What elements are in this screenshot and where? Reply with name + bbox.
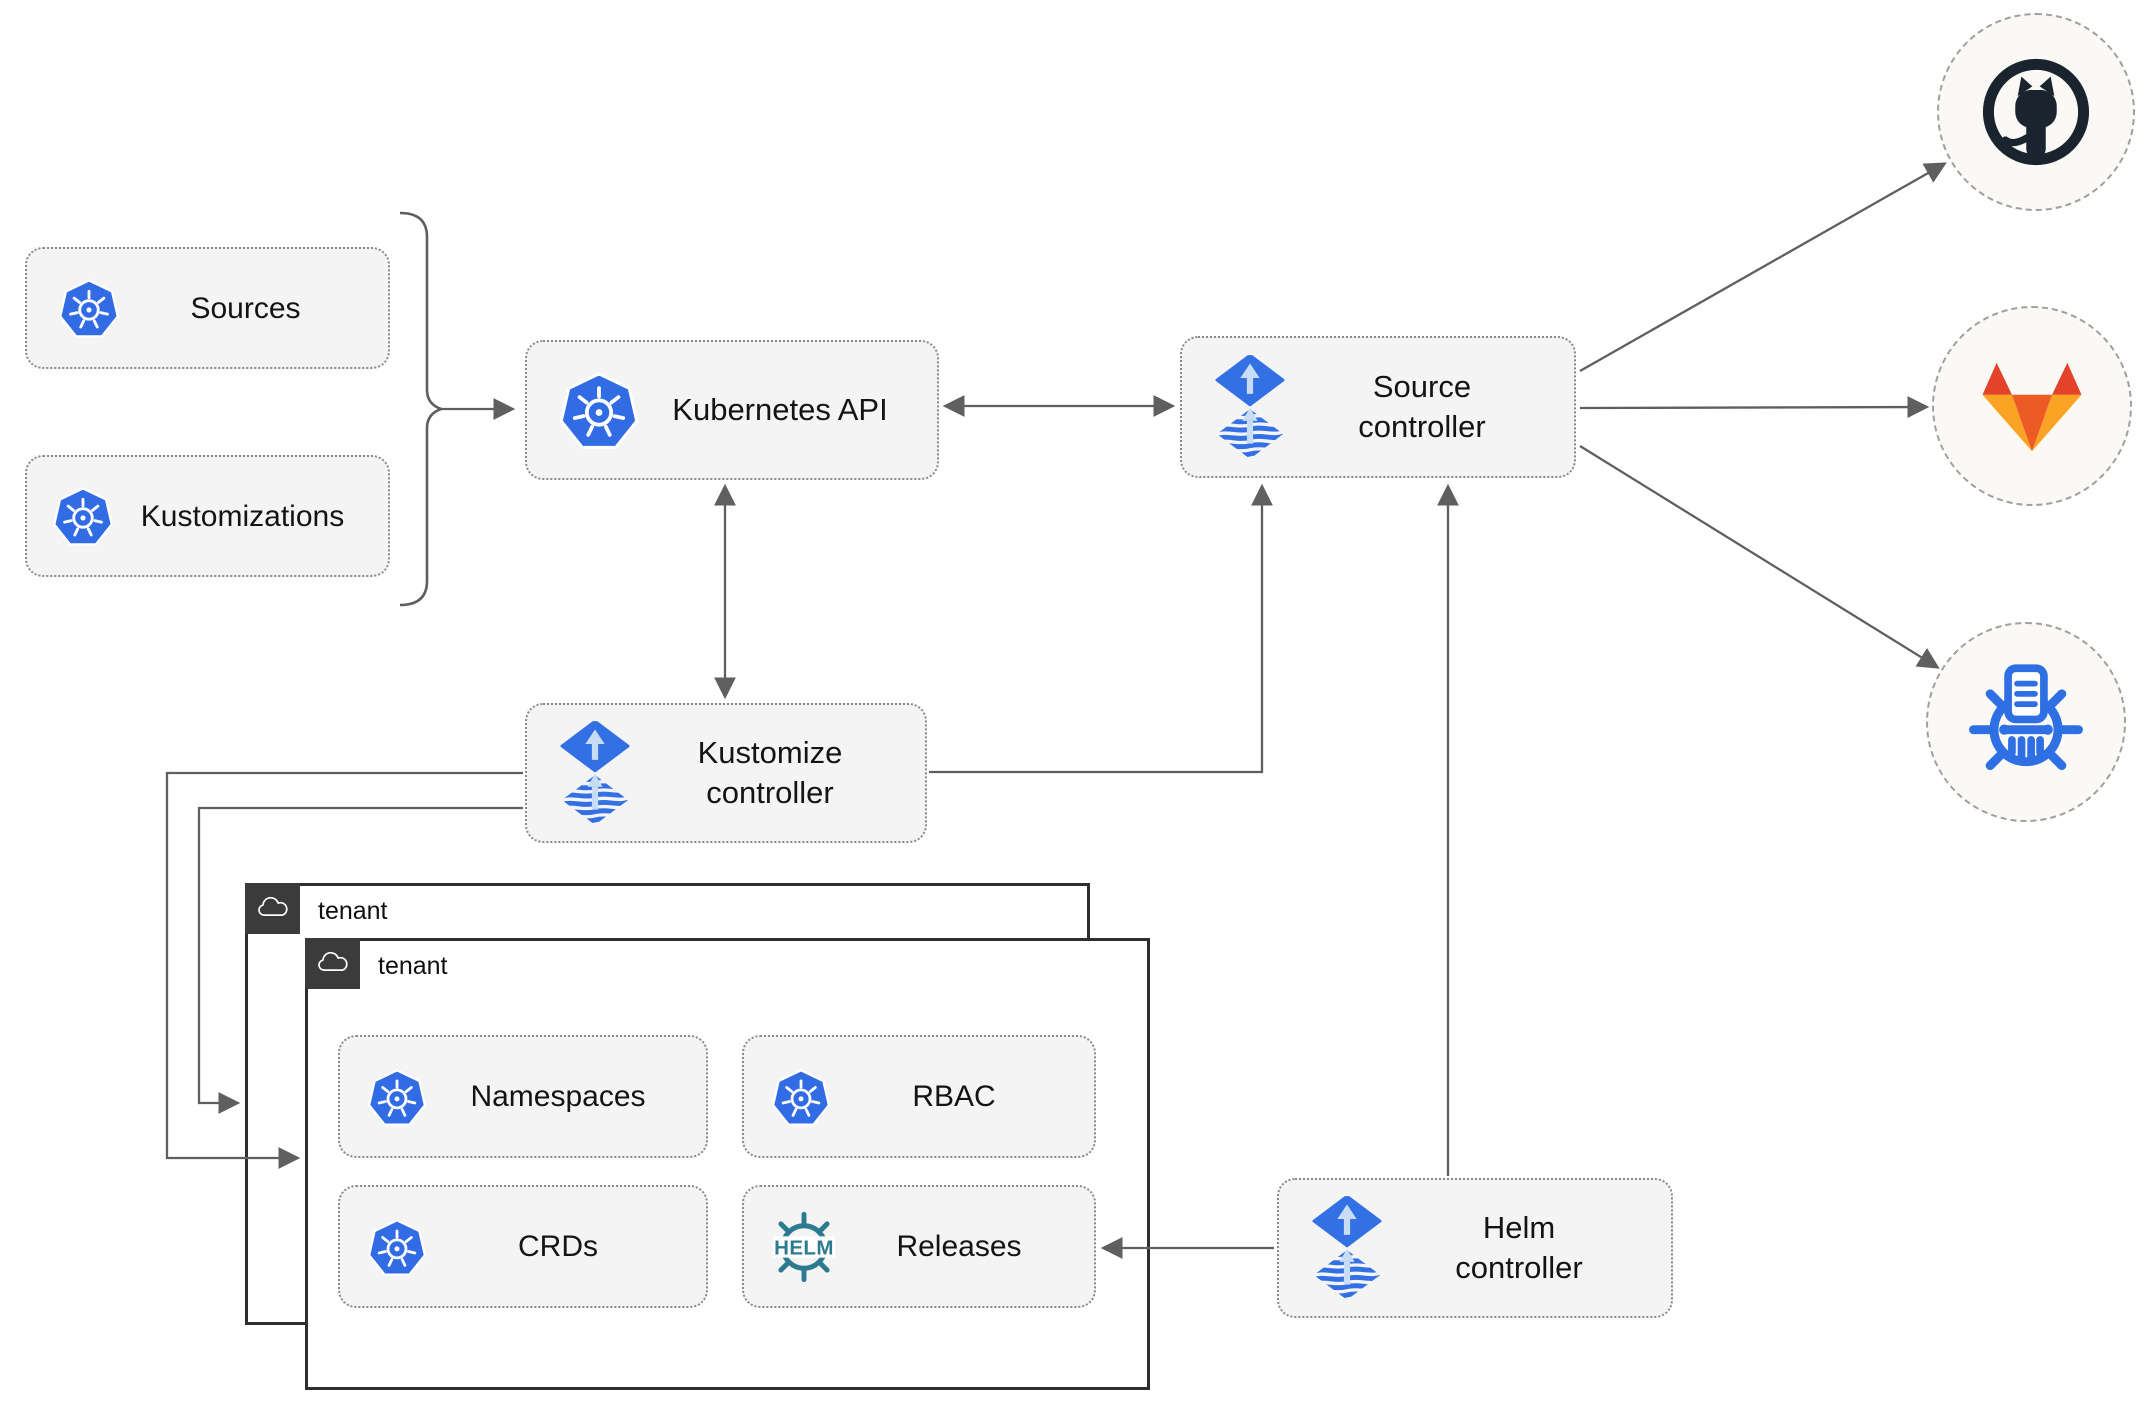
node-source-controller: Source controller [1180, 336, 1576, 478]
brace-sources-group [399, 211, 445, 607]
connector-source-to-gitlab [1579, 396, 1930, 418]
node-helm-controller: Helm controller [1277, 1178, 1673, 1318]
node-sources: Sources [25, 247, 390, 369]
flux-icon [1212, 355, 1288, 459]
endpoint-registry [1926, 622, 2126, 822]
node-rbac: RBAC [742, 1035, 1096, 1158]
kubernetes-icon [557, 368, 641, 452]
tenant-label: tenant [378, 952, 448, 980]
node-label: Namespaces [470, 1080, 646, 1113]
connector-source-to-registry [1579, 445, 1940, 669]
endpoint-gitlab [1932, 306, 2132, 506]
node-label: Releases [896, 1230, 1022, 1263]
connector-source-to-github [1579, 162, 1947, 372]
node-crds: CRDs [338, 1185, 708, 1308]
cloud-icon [255, 895, 291, 922]
kubernetes-icon [770, 1066, 832, 1128]
node-label: Kustomizations [140, 499, 345, 533]
node-namespaces: Namespaces [338, 1035, 708, 1158]
node-label: CRDs [518, 1230, 598, 1263]
node-label: Helm controller [1455, 1209, 1583, 1285]
node-kustomize-controller: Kustomize controller [525, 703, 927, 843]
kubernetes-icon [57, 276, 121, 340]
kubernetes-icon [366, 1216, 428, 1278]
gitlab-icon [1973, 357, 2091, 456]
kubernetes-icon [51, 484, 115, 548]
helm-icon [766, 1209, 842, 1285]
cloud-icon [315, 950, 351, 977]
endpoint-github [1937, 13, 2135, 211]
node-label: RBAC [912, 1080, 996, 1113]
tenant-badge [305, 938, 360, 989]
node-releases: Releases [742, 1185, 1096, 1308]
tenant-badge [245, 883, 300, 934]
node-label: Source controller [1358, 368, 1486, 444]
node-label: Kubernetes API [672, 391, 888, 427]
tenant-label: tenant [318, 897, 388, 925]
node-label: Sources [190, 291, 301, 325]
flux-icon [557, 721, 633, 825]
node-kubernetes-api: Kubernetes API [525, 340, 939, 480]
node-label: Kustomize controller [697, 734, 843, 810]
kubernetes-icon [366, 1066, 428, 1128]
connector-kustomize-to-source [929, 483, 1273, 774]
tenant-frame-inner: tenant [305, 938, 1150, 1390]
node-kustomizations: Kustomizations [25, 455, 390, 577]
registry-icon [1962, 658, 2090, 786]
github-icon [1975, 51, 2097, 173]
flux-icon [1309, 1196, 1385, 1300]
